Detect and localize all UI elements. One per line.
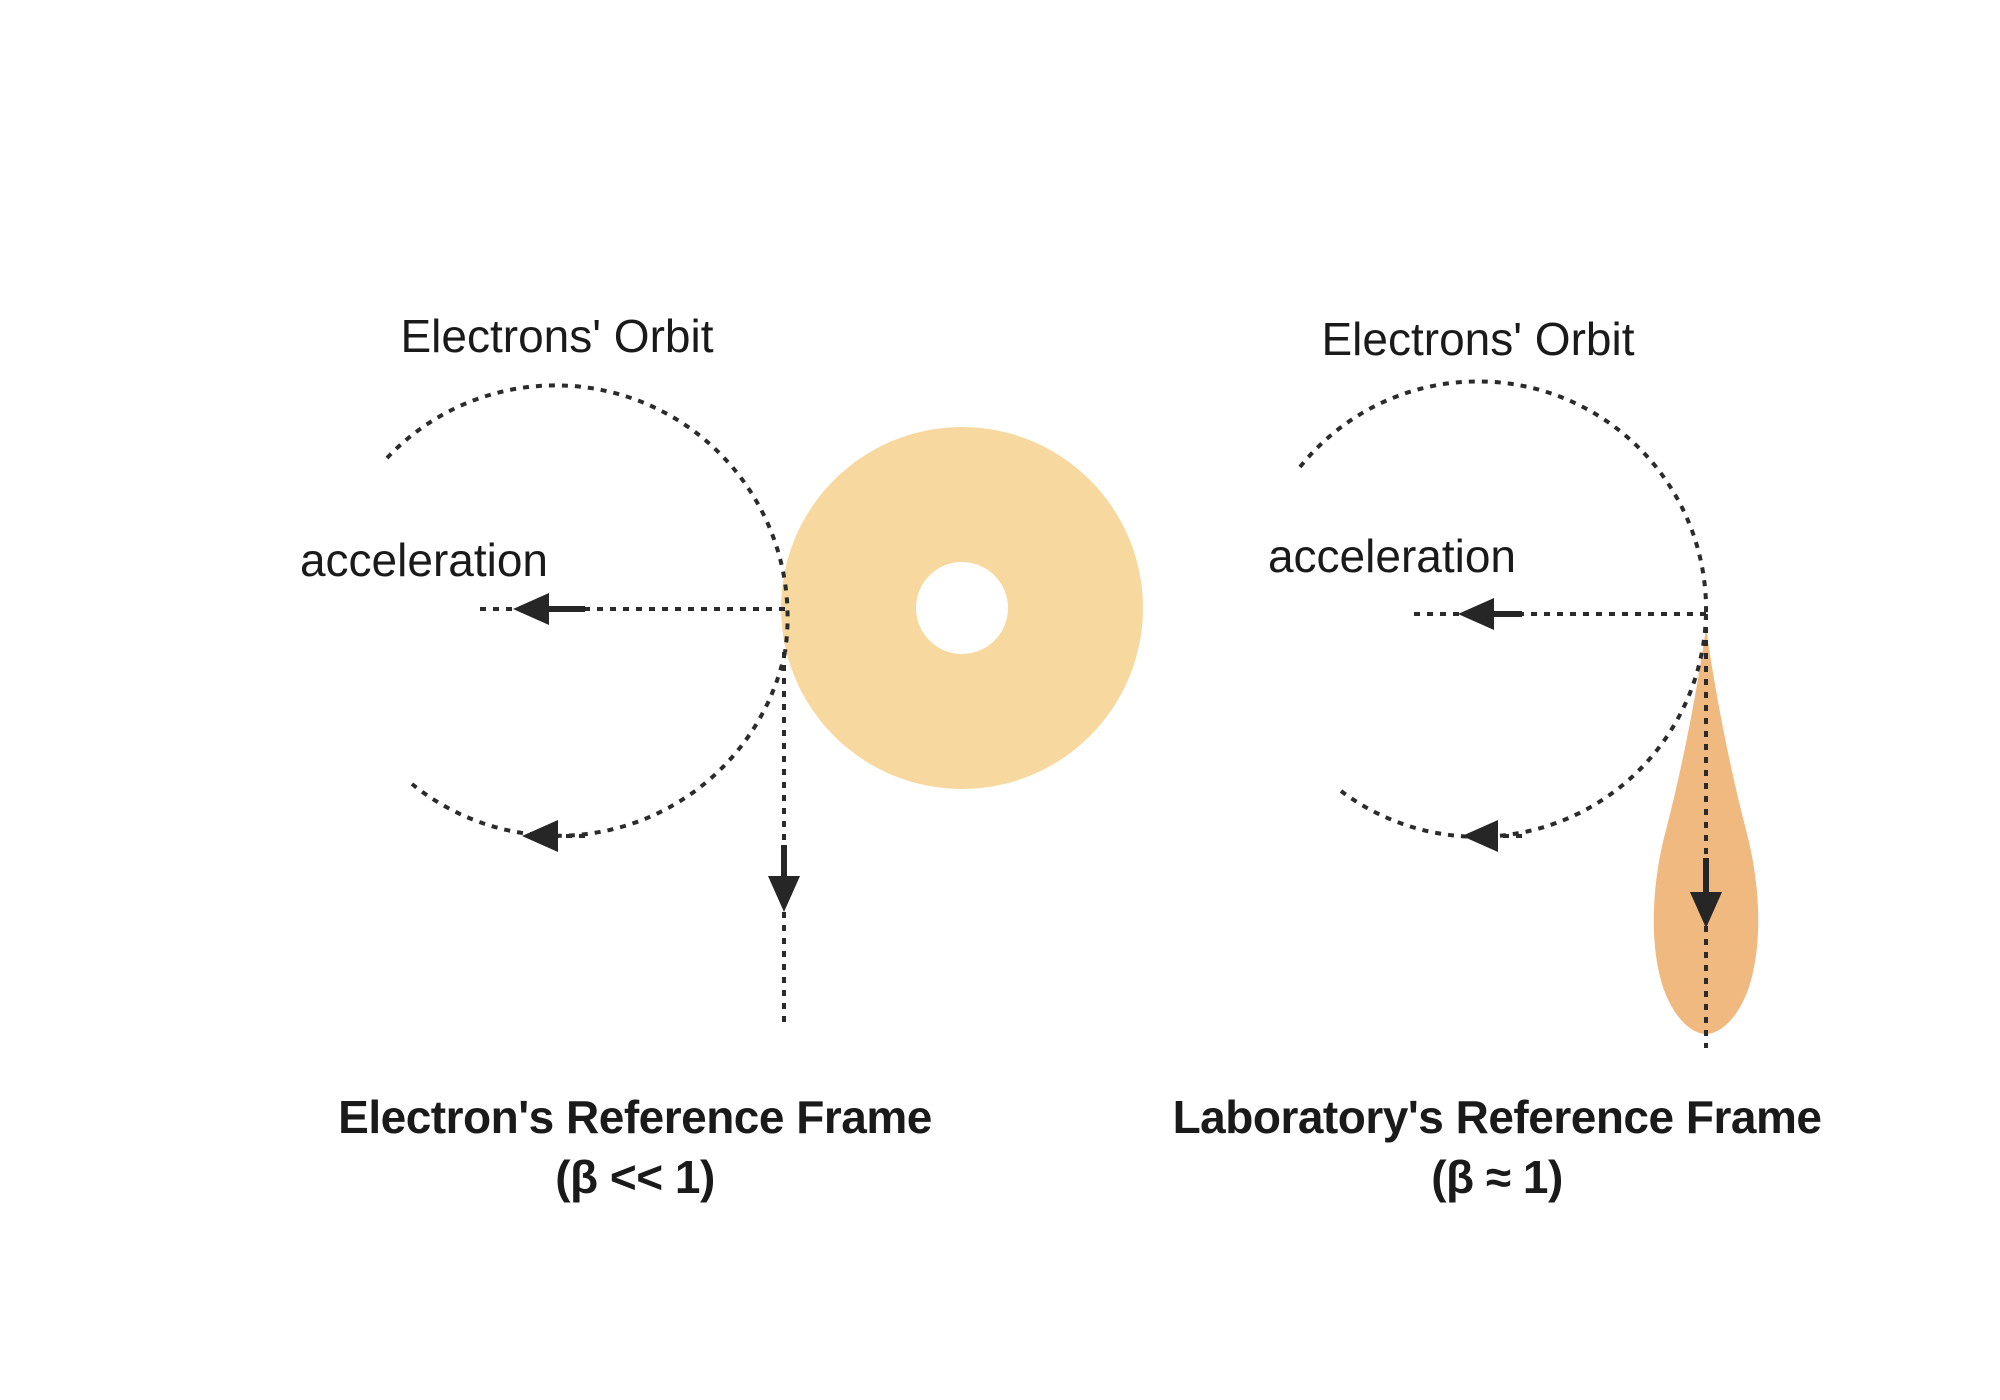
- right-emission-arrow-head: [1690, 892, 1722, 928]
- left-frame-title: Electron's Reference Frame: [338, 1091, 932, 1143]
- left-orbit-arc-lower: [410, 651, 787, 838]
- right-acceleration-label: acceleration: [1268, 530, 1516, 582]
- left-orbit-arrow-head: [522, 820, 558, 852]
- right-frame-title: Laboratory's Reference Frame: [1173, 1091, 1822, 1143]
- right-orbit-label: Electrons' Orbit: [1322, 313, 1635, 365]
- left-frame-condition: (β << 1): [555, 1151, 715, 1203]
- left-panel: Electrons' Orbit acceleration Electron's…: [300, 310, 1143, 1203]
- forward-lobe-emission-pattern: [1653, 628, 1759, 1034]
- right-orbit-arc-lower: [1339, 613, 1708, 839]
- left-acceleration-arrow-head: [513, 593, 549, 625]
- donut-emission-pattern: [781, 427, 1143, 789]
- right-panel: Electrons' Orbit acceleration Laboratory…: [1173, 313, 1822, 1203]
- right-acceleration-arrow-head: [1458, 598, 1494, 630]
- left-acceleration-label: acceleration: [300, 534, 548, 586]
- right-orbit-arrow-head: [1462, 820, 1498, 852]
- left-orbit-arc-upper: [385, 383, 790, 653]
- left-emission-arrow-head: [768, 876, 800, 912]
- right-frame-condition: (β ≈ 1): [1431, 1151, 1563, 1203]
- left-orbit-label: Electrons' Orbit: [401, 310, 714, 362]
